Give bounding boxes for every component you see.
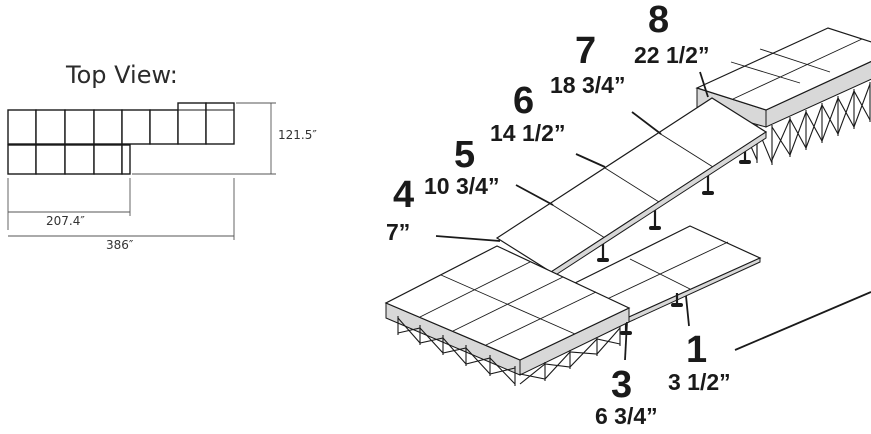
- callout-1-height: 3 1/2”: [668, 369, 731, 395]
- callout-8-number: 8: [648, 0, 669, 41]
- callout-7: 7 18 3/4”: [550, 30, 625, 98]
- dimension-partial-width: 207.4″: [7, 178, 131, 230]
- dimension-height: 121.5″: [132, 102, 317, 175]
- callout-5-height: 10 3/4”: [424, 173, 499, 199]
- dimension-total-width: 386″: [8, 178, 235, 252]
- callout-7-height: 18 3/4”: [550, 72, 625, 98]
- callout-5: 5 10 3/4”: [424, 134, 499, 199]
- callout-3-number: 3: [611, 364, 632, 406]
- dimension-height-label: 121.5″: [278, 128, 317, 142]
- callout-6: 6 14 1/2”: [490, 80, 565, 146]
- callout-1-number: 1: [686, 329, 707, 371]
- leader-lines: [435, 71, 871, 361]
- callout-8-height: 22 1/2”: [634, 42, 709, 68]
- callout-6-number: 6: [513, 80, 534, 122]
- callout-6-height: 14 1/2”: [490, 120, 565, 146]
- top-view: Top View: 121.5″: [7, 61, 317, 252]
- isometric-stage: 1 3 1/2” 3 6 3/4” 4 7” 5 10 3/4” 6 14 1/…: [384, 0, 871, 429]
- callout-8: 8 22 1/2”: [634, 0, 709, 68]
- callout-1: 1 3 1/2”: [668, 329, 731, 395]
- callout-4: 4 7”: [386, 174, 414, 245]
- top-view-title: Top View:: [65, 61, 178, 89]
- top-view-upper-row: [7, 102, 235, 145]
- callout-3: 3 6 3/4”: [595, 364, 658, 429]
- top-view-lower-row: [7, 144, 131, 175]
- lower-platform: [384, 245, 631, 386]
- callout-3-height: 6 3/4”: [595, 403, 658, 429]
- callout-4-height: 7”: [386, 219, 410, 245]
- upper-platform: [695, 27, 871, 165]
- callout-7-number: 7: [575, 30, 596, 72]
- dimension-partial-label: 207.4″: [46, 214, 85, 228]
- callout-4-number: 4: [393, 174, 414, 216]
- callout-5-number: 5: [454, 134, 475, 176]
- dimension-total-label: 386″: [106, 238, 134, 252]
